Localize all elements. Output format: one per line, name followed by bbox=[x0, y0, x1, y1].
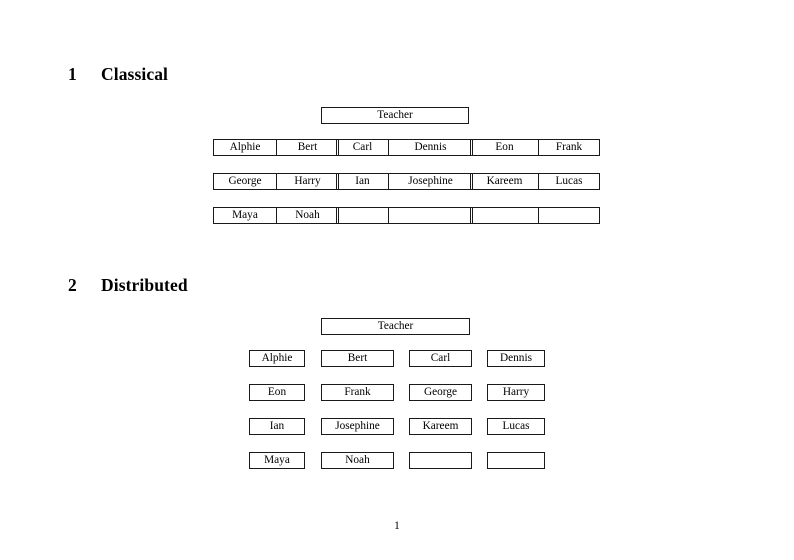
table-row: Dennis bbox=[487, 350, 545, 367]
row-spacer bbox=[471, 156, 600, 174]
table-row bbox=[409, 452, 472, 469]
student-cell: Frank bbox=[321, 384, 394, 401]
student-cell: Ian bbox=[249, 418, 305, 435]
section-title: Distributed bbox=[101, 275, 188, 295]
student-cell-empty bbox=[470, 207, 539, 224]
student-cell: Dennis bbox=[487, 350, 545, 367]
student-cell: Lucas bbox=[538, 173, 600, 190]
student-cell: Dennis bbox=[388, 139, 473, 156]
page-number: 1 bbox=[394, 520, 400, 532]
distributed-column-1: Alphie Eon Ian Maya bbox=[249, 350, 305, 469]
student-cell: Kareem bbox=[409, 418, 472, 435]
distributed-column-2: Bert Frank Josephine Noah bbox=[321, 350, 394, 469]
table-row: Eon bbox=[249, 384, 305, 401]
student-cell: Josephine bbox=[388, 173, 473, 190]
student-cell: Alphie bbox=[249, 350, 305, 367]
student-cell: Eon bbox=[470, 139, 539, 156]
table-row: George Harry bbox=[213, 173, 339, 190]
table-row bbox=[336, 207, 473, 224]
table-row: Kareem Lucas bbox=[470, 173, 600, 190]
table-row: Frank bbox=[321, 384, 394, 401]
row-spacer bbox=[337, 190, 473, 208]
table-row: Ian bbox=[249, 418, 305, 435]
student-cell-empty bbox=[538, 207, 600, 224]
distributed-column-4: Dennis Harry Lucas bbox=[487, 350, 545, 469]
distributed-column-3: Carl George Kareem bbox=[409, 350, 472, 469]
student-cell: Frank bbox=[538, 139, 600, 156]
row-spacer bbox=[214, 190, 339, 208]
row-spacer bbox=[410, 401, 472, 419]
table-row: Alphie Bert bbox=[213, 139, 339, 156]
table-row: Eon Frank bbox=[470, 139, 600, 156]
table-row: Kareem bbox=[409, 418, 472, 435]
table-row: Josephine bbox=[321, 418, 394, 435]
student-cell: Lucas bbox=[487, 418, 545, 435]
table-row: Noah bbox=[321, 452, 394, 469]
row-spacer bbox=[410, 367, 472, 385]
student-cell: George bbox=[409, 384, 472, 401]
teacher-cell: Teacher bbox=[321, 107, 469, 124]
classical-teacher-box: Teacher bbox=[321, 107, 469, 124]
row-spacer bbox=[322, 435, 394, 453]
section-number: 2 bbox=[68, 275, 77, 295]
table-row: Maya bbox=[249, 452, 305, 469]
table-row: Teacher bbox=[321, 318, 470, 335]
row-spacer bbox=[322, 367, 394, 385]
student-cell-empty bbox=[388, 207, 473, 224]
student-cell: Alphie bbox=[213, 139, 277, 156]
distributed-teacher-box: Teacher bbox=[321, 318, 470, 335]
table-row: Harry bbox=[487, 384, 545, 401]
classical-group-3: Eon Frank Kareem Lucas bbox=[470, 139, 600, 224]
student-cell: Maya bbox=[249, 452, 305, 469]
student-cell-empty bbox=[409, 452, 472, 469]
student-cell: Kareem bbox=[470, 173, 539, 190]
student-cell: Harry bbox=[276, 173, 339, 190]
row-spacer bbox=[471, 190, 600, 208]
section-heading-distributed: 2 Distributed bbox=[68, 275, 188, 296]
student-cell: Josephine bbox=[321, 418, 394, 435]
section-number: 1 bbox=[68, 64, 77, 84]
table-row: Bert bbox=[321, 350, 394, 367]
section-heading-classical: 1 Classical bbox=[68, 64, 168, 85]
table-row: Alphie bbox=[249, 350, 305, 367]
row-spacer bbox=[250, 435, 305, 453]
row-spacer bbox=[322, 401, 394, 419]
student-cell: George bbox=[213, 173, 277, 190]
student-cell: Eon bbox=[249, 384, 305, 401]
student-cell: Maya bbox=[213, 207, 277, 224]
row-spacer bbox=[214, 156, 339, 174]
row-spacer bbox=[488, 435, 545, 453]
table-row: Ian Josephine bbox=[336, 173, 473, 190]
row-spacer bbox=[410, 435, 472, 453]
student-cell: Harry bbox=[487, 384, 545, 401]
student-cell: Carl bbox=[409, 350, 472, 367]
student-cell-empty bbox=[336, 207, 389, 224]
teacher-cell: Teacher bbox=[321, 318, 470, 335]
student-cell: Ian bbox=[336, 173, 389, 190]
classical-group-1: Alphie Bert George Harry Maya Noah bbox=[213, 139, 339, 224]
table-row: Lucas bbox=[487, 418, 545, 435]
student-cell: Noah bbox=[321, 452, 394, 469]
student-cell: Noah bbox=[276, 207, 339, 224]
row-spacer bbox=[250, 401, 305, 419]
table-row: George bbox=[409, 384, 472, 401]
table-row bbox=[470, 207, 600, 224]
section-title: Classical bbox=[101, 64, 169, 84]
student-cell: Carl bbox=[336, 139, 389, 156]
table-row bbox=[487, 452, 545, 469]
table-row: Maya Noah bbox=[213, 207, 339, 224]
classical-group-2: Carl Dennis Ian Josephine bbox=[336, 139, 473, 224]
row-spacer bbox=[250, 367, 305, 385]
table-row: Carl Dennis bbox=[336, 139, 473, 156]
student-cell: Bert bbox=[276, 139, 339, 156]
student-cell: Bert bbox=[321, 350, 394, 367]
table-row: Carl bbox=[409, 350, 472, 367]
table-row: Teacher bbox=[321, 107, 469, 124]
row-spacer bbox=[337, 156, 473, 174]
row-spacer bbox=[488, 367, 545, 385]
row-spacer bbox=[488, 401, 545, 419]
student-cell-empty bbox=[487, 452, 545, 469]
